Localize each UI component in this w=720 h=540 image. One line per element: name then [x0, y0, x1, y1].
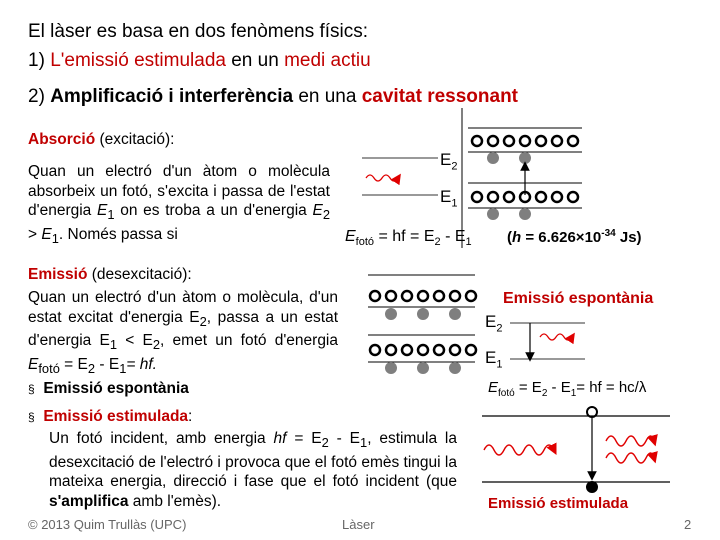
absorption-atoms-diagram: [461, 108, 582, 248]
stim-emitted-photon-2: [605, 451, 658, 464]
abs-ground-row-top: [470, 134, 580, 148]
spont-E1-label: E1: [485, 348, 503, 371]
spontaneous-label: Emissió espontània: [503, 290, 654, 307]
planck-constant: (h = 6.626×10-34 Js): [507, 228, 642, 246]
point-1: 1) L'emissió estimulada en un medi actiu: [28, 50, 371, 71]
footer-topic: Làser: [342, 517, 375, 532]
stimulated-diagram: [482, 406, 670, 493]
spontaneous-formula: Efotó = E2 - E1= hf = hc/λ: [488, 379, 647, 399]
stimulated-label: Emissió estimulada: [488, 495, 629, 512]
abs-excited-atom-mid: [519, 152, 531, 164]
spontaneous-small-diagram: [510, 322, 585, 362]
spont-E2-label: E2: [485, 312, 503, 335]
emission-paragraph: Quan un electró d'un àtom o molècula, d'…: [28, 289, 339, 376]
point-2: 2) Amplificació i interferència en una c…: [28, 86, 519, 107]
intro-line: El làser es basa en dos fenòmens físics:: [28, 21, 369, 42]
bullet-spontaneous: § Emissió espontània: [28, 380, 189, 397]
absorption-formula: Efotó = hf = E2 - E1: [345, 228, 472, 249]
spont-photon-wave: [539, 332, 575, 345]
footer-page: 2: [684, 517, 692, 532]
label-E1: E1: [440, 187, 458, 210]
label-E2: E2: [440, 150, 458, 173]
abs-photon-wave: [365, 173, 401, 186]
stim-emitted-photon-1: [605, 434, 658, 447]
absorption-paragraph: Quan un electró d'un àtom o molècula abs…: [28, 163, 331, 246]
bullet-stimulated-text: Un fotó incident, amb energia hf = E2 - …: [49, 430, 457, 510]
emission-atoms-diagram: [368, 274, 478, 374]
bullet-stimulated-heading: § Emissió estimulada:: [28, 408, 193, 425]
abs-excited-atom-left: [487, 152, 499, 164]
footer-copyright: © 2013 Quim Trullàs (UPC): [28, 517, 187, 532]
absorption-small-diagram: [362, 157, 438, 196]
stim-initial-state: [586, 406, 598, 418]
stim-incident-photon: [483, 442, 557, 456]
emission-heading: Emissió (desexcitació):: [28, 266, 192, 283]
stim-final-electron: [586, 481, 598, 493]
absorption-heading: Absorció (excitació):: [28, 131, 175, 148]
